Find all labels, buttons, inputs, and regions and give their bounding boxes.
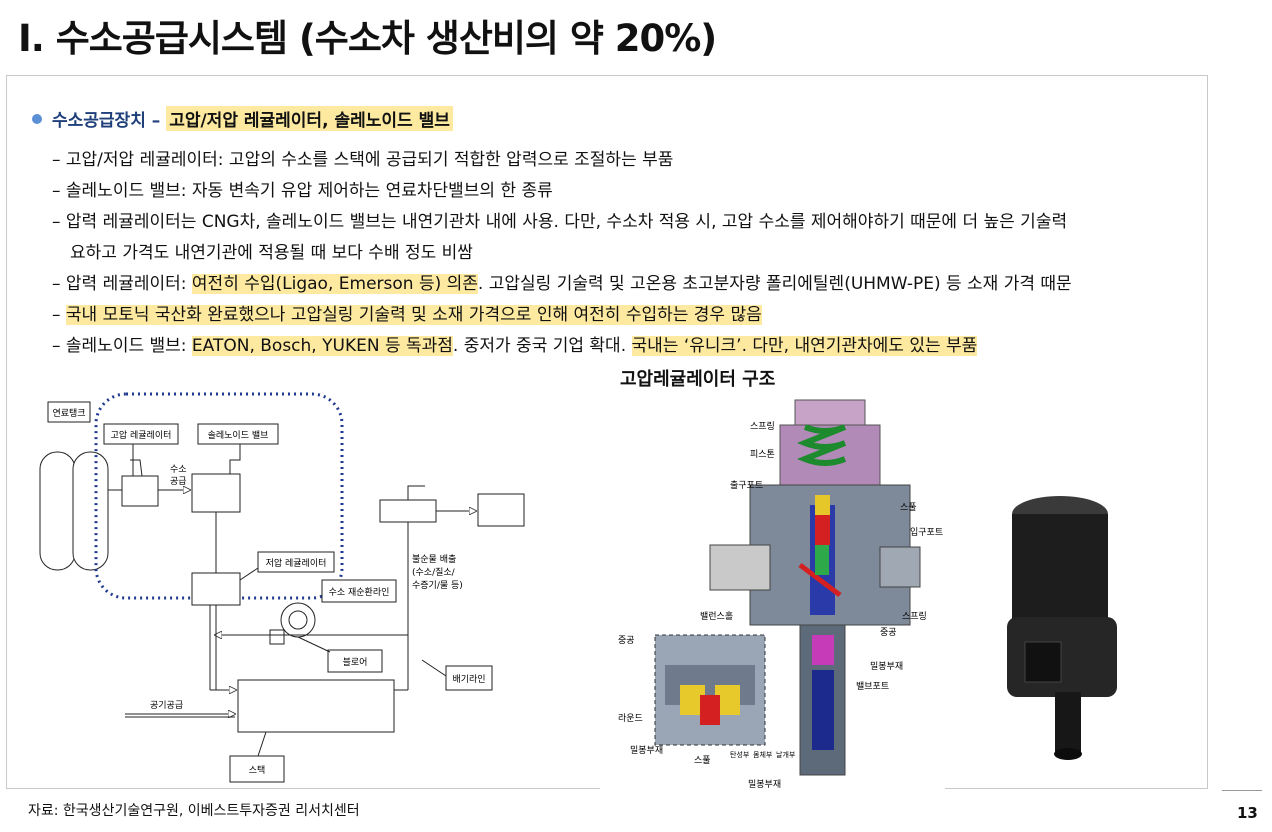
blower-label: 블로어 [343, 657, 368, 668]
blower-label-box [327, 649, 383, 673]
line-text: 요하고 가격도 내연기관에 적용될 때 보다 수배 정도 비쌈 [70, 243, 473, 263]
fuel-tank-box [47, 401, 91, 423]
exhaust-line-label-box [445, 665, 493, 691]
regulator-structure-illustration: 스프링 피스톤 출구포트 스풀 입구포트 스프링 중공 밸런스홀 중공 밀봉부재… [600, 395, 945, 795]
label-piston: 피스톤 [750, 449, 775, 460]
label-outlet-port: 출구포트 [730, 480, 763, 491]
line-text: – 솔레노이드 밸브: [52, 336, 192, 356]
line-text: . 고압실링 기술력 및 고온용 초고분자량 폴리에틸렌(UHMW-PE) 등 … [477, 274, 1072, 294]
lp-regulator-label: 저압 레귤레이터 [266, 557, 327, 569]
page-title: I. 수소공급시스템 (수소차 생산비의 약 20%) [18, 17, 717, 60]
label-valve-port: 밸브포트 [856, 681, 889, 692]
stack-block [237, 679, 395, 733]
label-wing: 날개부 [776, 750, 796, 759]
impurity-label-3: 수증기/물 등) [412, 580, 463, 591]
bullet-line: – 솔레노이드 밸브: 자동 변속기 유압 제어하는 연료차단밸브의 한 종류 [52, 176, 1202, 207]
label-seal-2: 밀봉부재 [630, 744, 663, 756]
tank-cylinder-2 [72, 451, 109, 571]
bullet-line: – 고압/저압 레귤레이터: 고압의 수소를 스택에 공급되기 적합한 압력으로… [52, 145, 1202, 176]
label-seal: 밀봉부재 [870, 660, 903, 672]
label-hollow-2: 중공 [618, 635, 635, 646]
highlighted-text: 여전히 수입(Ligao, Emerson 등) 의존 [191, 274, 478, 294]
label-spring-2: 스프링 [902, 610, 927, 622]
label-seal-3: 밀봉부재 [748, 778, 781, 790]
label-hollow: 중공 [880, 627, 897, 638]
label-spool: 스풀 [900, 502, 917, 513]
system-diagram: 연료탱크 고압 레귤레이터 솔레노이드 밸브 수소 공급 저압 레귤레이터 수소… [30, 390, 540, 790]
label-spring: 스프링 [750, 420, 775, 432]
line-text: – 압력 레귤레이터: [52, 274, 192, 294]
label-elastic: 탄성부 [730, 750, 750, 759]
label-body: 몸체부 [753, 751, 773, 759]
heading-label: 수소공급장치 – [52, 111, 161, 131]
hp-regulator-label: 고압 레귤레이터 [111, 429, 172, 441]
bullet-line: 요하고 가격도 내연기관에 적용될 때 보다 수배 정도 비쌈 [52, 238, 1202, 269]
highlighted-text: EATON, Bosch, YUKEN 등 독과점 [191, 336, 453, 356]
tank-cylinder-1 [39, 451, 76, 571]
page-number: 13 [1237, 804, 1258, 822]
section-heading: 수소공급장치 – 고압/저압 레귤레이터, 솔레노이드 밸브 [32, 106, 453, 131]
valve-box [379, 499, 437, 523]
source-note: 자료: 한국생산기술연구원, 이베스트투자증권 리서치센터 [28, 803, 360, 819]
label-inlet-port: 입구포트 [910, 526, 943, 538]
line-text: – 압력 레귤레이터는 CNG차, 솔레노이드 밸브는 내연기관차 내에 사용.… [52, 212, 1068, 232]
solenoid-label: 솔레노이드 밸브 [208, 430, 269, 441]
lp-regulator-block [191, 572, 241, 606]
line-text: . 중저가 중국 기업 확대. [452, 336, 632, 356]
bullet-line: – 국내 모토닉 국산화 완료했으나 고압실링 기술력 및 소재 가격으로 인해… [52, 300, 1202, 331]
stack-label: 스택 [249, 765, 266, 776]
solenoid-block [191, 473, 241, 513]
line-text: – 솔레노이드 밸브: 자동 변속기 유압 제어하는 연료차단밸브의 한 종류 [52, 181, 553, 201]
line-text: – 고압/저압 레귤레이터: 고압의 수소를 스택에 공급되기 적합한 압력으로… [52, 150, 674, 170]
h2-supply-label-2: 공급 [170, 476, 187, 487]
label-balance-hole: 밸런스홀 [700, 610, 733, 622]
impurity-label-2: (수소/질소/ [412, 566, 456, 578]
fuel-tank-label: 연료탱크 [52, 408, 85, 419]
impurity-label-1: 불순물 배출 [412, 554, 456, 565]
bullet-lines: – 고압/저압 레귤레이터: 고압의 수소를 스택에 공급되기 적합한 압력으로… [52, 145, 1202, 362]
exhaust-box [477, 493, 525, 527]
line-text: – [52, 305, 66, 325]
exhaust-line-label: 배기라인 [452, 674, 485, 685]
stack-label-box [229, 755, 285, 783]
structure-title: 고압레귤레이터 구조 [620, 369, 776, 390]
label-round: 라운드 [618, 713, 643, 724]
page-number-rule [1222, 790, 1262, 791]
air-supply-label: 공기공급 [150, 700, 183, 711]
highlighted-text: 국내 모토닉 국산화 완료했으나 고압실링 기술력 및 소재 가격으로 인해 여… [65, 305, 762, 325]
hp-regulator-block [121, 475, 159, 507]
hp-regulator-label-box [103, 423, 179, 445]
heading-highlight: 고압/저압 레귤레이터, 솔레노이드 밸브 [166, 106, 453, 131]
bullet-line: – 솔레노이드 밸브: EATON, Bosch, YUKEN 등 독과점. 중… [52, 331, 1202, 362]
bullet-icon [32, 113, 42, 124]
bullet-line: – 압력 레귤레이터: 여전히 수입(Ligao, Emerson 등) 의존.… [52, 269, 1202, 300]
solenoid-label-box [197, 423, 279, 445]
label-spool-2: 스풀 [694, 755, 711, 766]
lp-regulator-label-box [257, 551, 335, 573]
h2-supply-label: 수소 [170, 464, 187, 475]
recirc-label-box [321, 579, 397, 603]
recirc-label: 수소 재순환라인 [329, 586, 390, 598]
solenoid-valve-photo [985, 492, 1135, 767]
highlighted-text: 국내는 ‘유니크’. 다만, 내연기관차에도 있는 부품 [631, 336, 978, 356]
bullet-line: – 압력 레귤레이터는 CNG차, 솔레노이드 밸브는 내연기관차 내에 사용.… [52, 207, 1202, 238]
